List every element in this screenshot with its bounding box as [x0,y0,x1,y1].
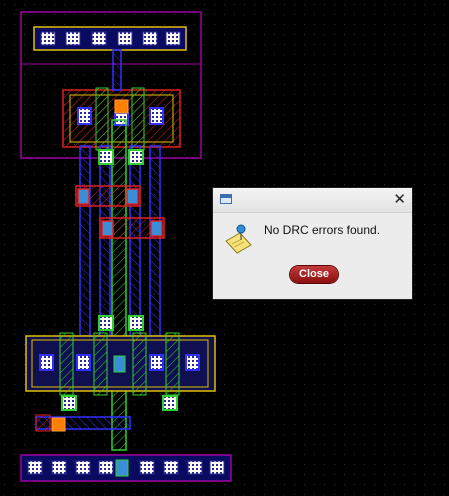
input-strap [35,414,131,432]
metal2-wire [111,119,127,451]
metal1-wires [79,49,161,337]
mid-contacts [98,149,144,331]
nmos-transistor [25,332,216,396]
vdd-rail [33,26,187,51]
gnd-rail [20,454,232,482]
poly-straps [75,185,165,239]
close-icon[interactable]: ✕ [393,190,406,208]
dialog-titlebar[interactable]: ✕ [213,188,412,213]
note-pin-icon [225,224,252,254]
drc-result-dialog: ✕ No DRC errors found. Close [212,187,413,300]
dialog-message: No DRC errors found. [264,223,381,237]
close-button[interactable]: Close [290,266,338,283]
window-icon [220,194,232,204]
bottom-contacts [61,395,178,411]
